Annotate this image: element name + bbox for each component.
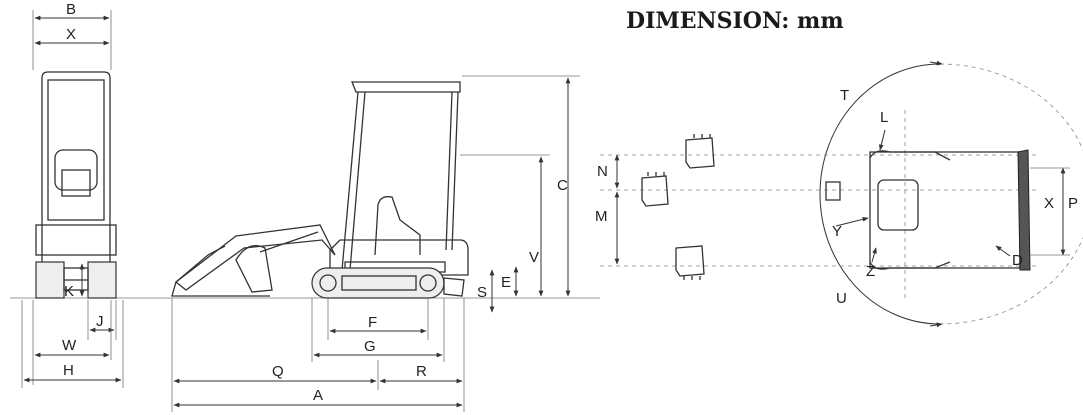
label-top-N: N (597, 163, 608, 180)
side-track-frame (341, 275, 417, 291)
front-console (61, 169, 91, 197)
side-idler-wheel (319, 274, 337, 292)
label-front-B: B (66, 1, 76, 18)
label-side-C: C (557, 177, 568, 194)
label-top-P: P (1068, 195, 1078, 212)
label-side-V: V (529, 249, 539, 266)
front-body (35, 224, 117, 256)
front-left-track (35, 261, 65, 299)
top-operator-area (877, 179, 919, 231)
label-front-J: J (96, 313, 104, 330)
swing-arc-left (819, 63, 941, 325)
label-top-X: X (1044, 195, 1054, 212)
label-side-E: E (501, 274, 511, 291)
top-bucket-offset-left (685, 134, 715, 169)
side-dozer-blade (443, 277, 465, 297)
front-seat (54, 149, 98, 191)
label-side-R: R (416, 363, 427, 380)
front-cab-outline (41, 71, 111, 281)
side-arm (171, 245, 270, 297)
top-right-track (869, 261, 951, 270)
top-bucket-center (641, 172, 669, 207)
side-bucket (235, 245, 273, 293)
top-bucket-offset-right (675, 245, 705, 280)
side-track (311, 267, 445, 299)
side-boom (174, 224, 336, 291)
top-machine-body (869, 151, 1021, 269)
top-boom-swing-arm (825, 181, 841, 201)
diagram-title: DIMENSION: mm (626, 8, 844, 34)
label-side-S: S (477, 284, 487, 301)
side-cylinder (259, 231, 319, 253)
label-side-G: G (364, 338, 376, 355)
front-view: B X K J W H (21, 1, 124, 388)
top-dozer-blade (1017, 149, 1031, 271)
label-top-U: U (836, 290, 847, 307)
side-canopy-roof (351, 81, 461, 93)
label-top-M: M (595, 208, 608, 225)
swing-arc-right (939, 63, 1083, 325)
front-right-track (87, 261, 117, 299)
label-front-K: K (64, 283, 74, 300)
side-body (329, 239, 469, 276)
label-top-T: T (840, 87, 849, 104)
label-side-F: F (368, 314, 377, 331)
side-seat (374, 196, 421, 256)
label-front-H: H (63, 362, 74, 379)
label-side-Q: Q (272, 363, 284, 380)
side-sprocket-wheel (419, 274, 437, 292)
label-top-Y: Y (832, 223, 842, 240)
top-view: N M X P T L Y Z D U (595, 60, 1083, 328)
label-top-Z: Z (866, 263, 875, 280)
label-front-W: W (62, 337, 77, 354)
label-top-D: D (1012, 252, 1023, 269)
front-cab-window (47, 79, 105, 221)
top-left-track (869, 150, 951, 161)
front-undercarriage (63, 267, 89, 291)
label-top-L: L (880, 109, 888, 126)
side-view: C V E S F G Q (171, 75, 580, 412)
label-side-A: A (313, 387, 323, 404)
label-front-X: X (66, 26, 76, 43)
